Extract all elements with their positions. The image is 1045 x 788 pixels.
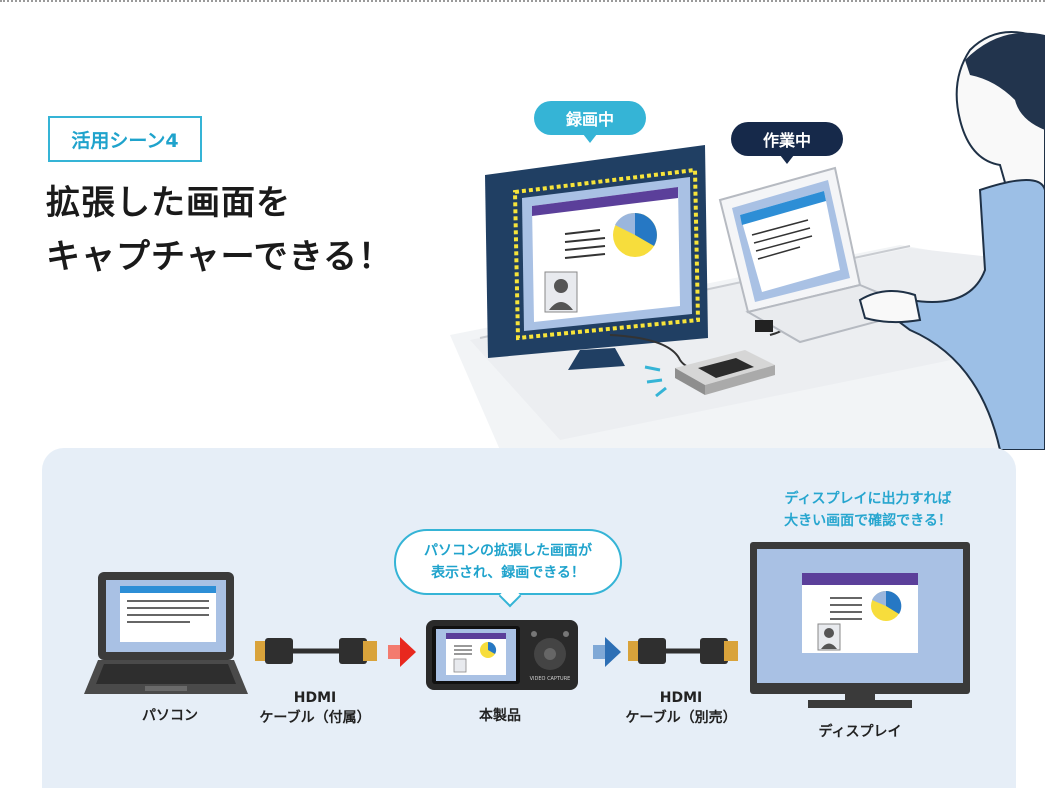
device-label-text: VIDEO CAPTURE [530, 676, 571, 682]
monitor-stand [568, 348, 625, 370]
headline-line1-highlight: 拡張した画面を [44, 176, 293, 230]
capture-device-icon: VIDEO CAPTURE [426, 620, 578, 690]
headline-line2: キャプチャーできる！ [46, 237, 393, 277]
signal-arrow-blue [593, 637, 621, 667]
hdmi-cable-1 [255, 638, 377, 664]
speech-line2: 表示され、録画できる！ [431, 565, 585, 581]
recording-badge: 録画中 [534, 101, 646, 143]
pc-laptop-icon [84, 572, 248, 694]
display-note-line1: ディスプレイに出力すれば [784, 491, 952, 507]
headline: 拡張した画面を キャプチャーできる！ [44, 176, 393, 284]
cable1-line1: HDMI [293, 690, 337, 706]
label-hdmi-cable-sold-separately: HDMI ケーブル（別売） [606, 688, 756, 728]
activity-marks [644, 365, 667, 398]
signal-arrow-red [388, 637, 416, 667]
cable1-line2: ケーブル（付属） [259, 710, 371, 726]
cable2-line1: HDMI [659, 690, 703, 706]
label-hdmi-cable-included: HDMI ケーブル（付属） [240, 688, 390, 728]
hdmi-cable-2 [628, 638, 738, 664]
cable2-line2: ケーブル（別売） [625, 710, 737, 726]
person-hair [965, 32, 1045, 130]
person-hand [858, 290, 922, 324]
scene-illustration [450, 31, 1045, 450]
scene-tag: 活用シーン4 [48, 116, 202, 162]
display-note: ディスプレイに出力すれば 大きい画面で確認できる！ [748, 488, 988, 532]
label-display: ディスプレイ [818, 724, 902, 740]
display-note-line2: 大きい画面で確認できる！ [784, 513, 952, 529]
speech-line1: パソコンの拡張した画面が [424, 543, 592, 559]
label-product: 本製品 [479, 708, 521, 724]
label-pc: パソコン [142, 708, 198, 724]
working-badge: 作業中 [731, 122, 843, 164]
person-body [888, 179, 1045, 450]
display-monitor-icon [750, 542, 970, 708]
top-dotted-divider [0, 0, 1045, 2]
capture-dotted-border [512, 167, 701, 341]
headline-line1: 拡張した画面を [46, 183, 291, 223]
product-speech-bubble: パソコンの拡張した画面が 表示され、録画できる！ [394, 529, 622, 595]
